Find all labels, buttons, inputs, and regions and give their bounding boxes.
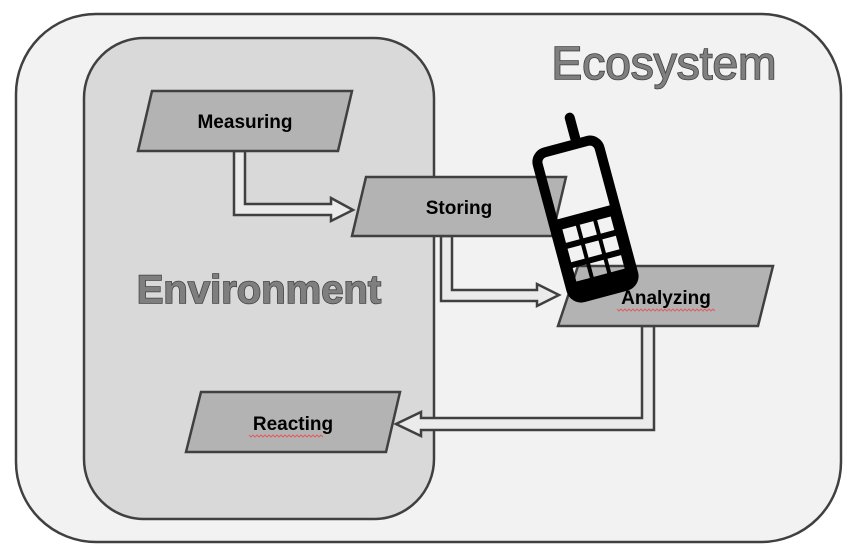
phone-antenna <box>564 112 581 143</box>
ecosystem-label: Ecosystem <box>552 37 777 89</box>
node-reacting[interactable]: Reacting <box>184 390 402 454</box>
node-measuring[interactable]: Measuring <box>136 89 354 153</box>
arrow-analyzing-to-reacting <box>393 324 656 438</box>
node-measuring-shape <box>136 89 354 153</box>
node-storing-label: Storing <box>426 198 493 219</box>
spellcheck-underline <box>616 308 716 312</box>
node-analyzing-label: Analyzing <box>621 288 711 309</box>
spellcheck-underline <box>248 434 324 438</box>
arrow-measuring-to-storing <box>232 149 356 224</box>
node-storing[interactable]: Storing <box>350 175 568 238</box>
node-measuring-label: Measuring <box>197 112 292 133</box>
node-reacting-label: Reacting <box>253 414 333 435</box>
phone-keypad <box>553 207 636 300</box>
arrow-storing-to-analyzing <box>439 234 562 309</box>
environment-label: Environment <box>137 268 381 312</box>
mobile-phone-icon <box>532 112 639 303</box>
node-reacting-shape <box>184 390 402 454</box>
